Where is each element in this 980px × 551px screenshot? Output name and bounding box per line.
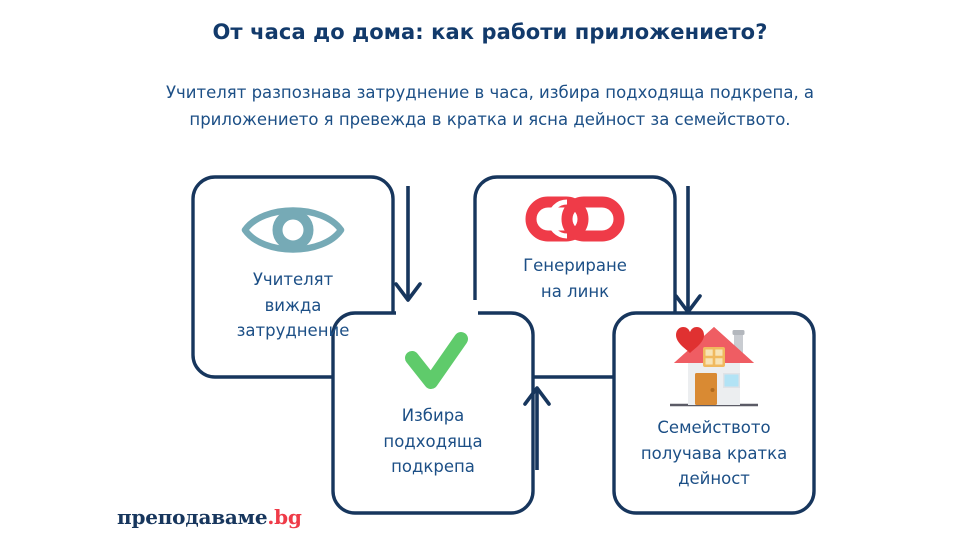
subtitle-line-1: Учителят разпознава затруднение в часа, … — [165, 83, 815, 102]
card-choose-support-label: Избира подходяща подкрепа — [383, 406, 483, 477]
chain-link-icon — [525, 196, 625, 242]
house-heart-icon — [670, 326, 758, 407]
card-generate-link-label: Генериране на линк — [523, 256, 627, 301]
card-teacher-sees-label: Учителят вижда затруднение — [236, 270, 350, 341]
arrow-up-to-generate-link — [523, 386, 551, 470]
arrow-down-to-family-activity — [674, 186, 702, 314]
card-family-activity-label: Семейството получава кратка дейност — [640, 418, 788, 489]
page-subtitle: Учителят разпознава затруднение в часа, … — [150, 80, 830, 133]
arrow-down-to-choose-support — [394, 186, 422, 302]
card-family-activity-box[interactable] — [612, 311, 816, 515]
brand-logo-name: преподаваме — [117, 505, 268, 529]
page-title: От часа до дома: как работи приложението… — [212, 20, 768, 44]
eye-icon — [241, 207, 345, 253]
brand-logo[interactable]: преподаваме.bg — [117, 505, 302, 529]
subtitle-line-2: приложението я превежда в кратка и ясна … — [189, 109, 791, 129]
check-icon — [405, 332, 468, 389]
brand-logo-tld: .bg — [267, 505, 302, 529]
